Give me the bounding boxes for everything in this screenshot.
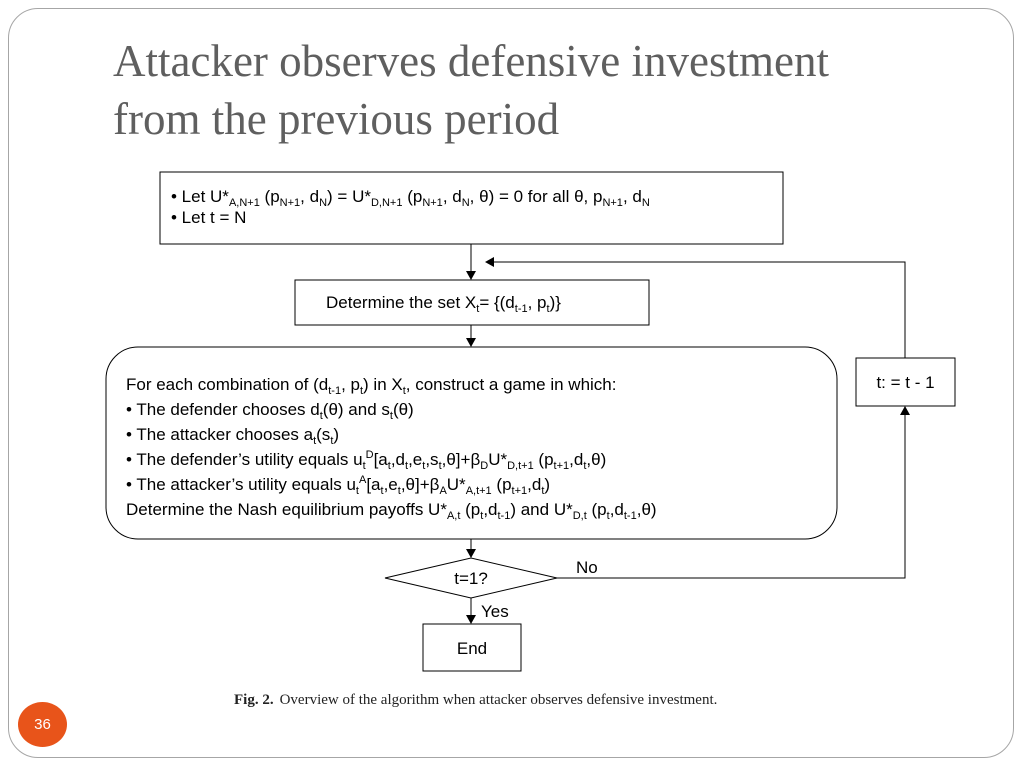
game-box-text: For each combination of (dt-1, pt) in Xt… xyxy=(126,372,657,522)
game-bullet-1: • The defender chooses dt(θ) and st(θ) xyxy=(126,400,414,422)
end-box xyxy=(422,623,522,672)
figure-caption: Fig. 2. Overview of the algorithm when at… xyxy=(234,692,717,709)
game-intro: For each combination of (dt-1, pt) in Xt… xyxy=(126,375,617,397)
decrement-box-text: t: = t - 1 xyxy=(876,373,935,392)
decision-text: t=1? xyxy=(454,569,488,588)
yes-label: Yes xyxy=(481,602,509,621)
no-label: No xyxy=(576,558,598,577)
game-bullet-4: • The attacker’s utility equals utA[at,e… xyxy=(126,474,551,497)
caption-text: Overview of the algorithm when attacker … xyxy=(279,692,718,708)
slide-title-line-2: from the previous period xyxy=(113,94,560,144)
slide-title: Attacker observes defensive investment f… xyxy=(113,32,973,148)
init-box xyxy=(159,171,784,245)
caption-label: Fig. 2. xyxy=(234,692,274,708)
init-box-text: • Let U*A,N+1 (pN+1, dN) = U*D,N+1 (pN+1… xyxy=(171,186,650,228)
game-bullet-3: • The defender’s utility equals utD[at,d… xyxy=(126,449,607,472)
game-outro: Determine the Nash equilibrium payoffs U… xyxy=(126,500,657,522)
arrow-decrement-loop-back xyxy=(485,257,906,358)
game-bullet-2: • The attacker chooses at(st) xyxy=(126,425,340,447)
set-box xyxy=(294,279,650,326)
set-box-text: Determine the set Xt= {(dt-1, pt)} xyxy=(326,293,561,315)
arrow-decision-no-to-decrement xyxy=(557,406,910,579)
end-box-text: End xyxy=(456,639,488,658)
init-line-2: • Let t = N xyxy=(171,208,247,227)
page-number-badge: 36 xyxy=(18,702,67,747)
init-line-1: • Let U*A,N+1 (pN+1, dN) = U*D,N+1 (pN+1… xyxy=(171,187,650,209)
slide-title-line-1: Attacker observes defensive investment xyxy=(113,36,830,86)
